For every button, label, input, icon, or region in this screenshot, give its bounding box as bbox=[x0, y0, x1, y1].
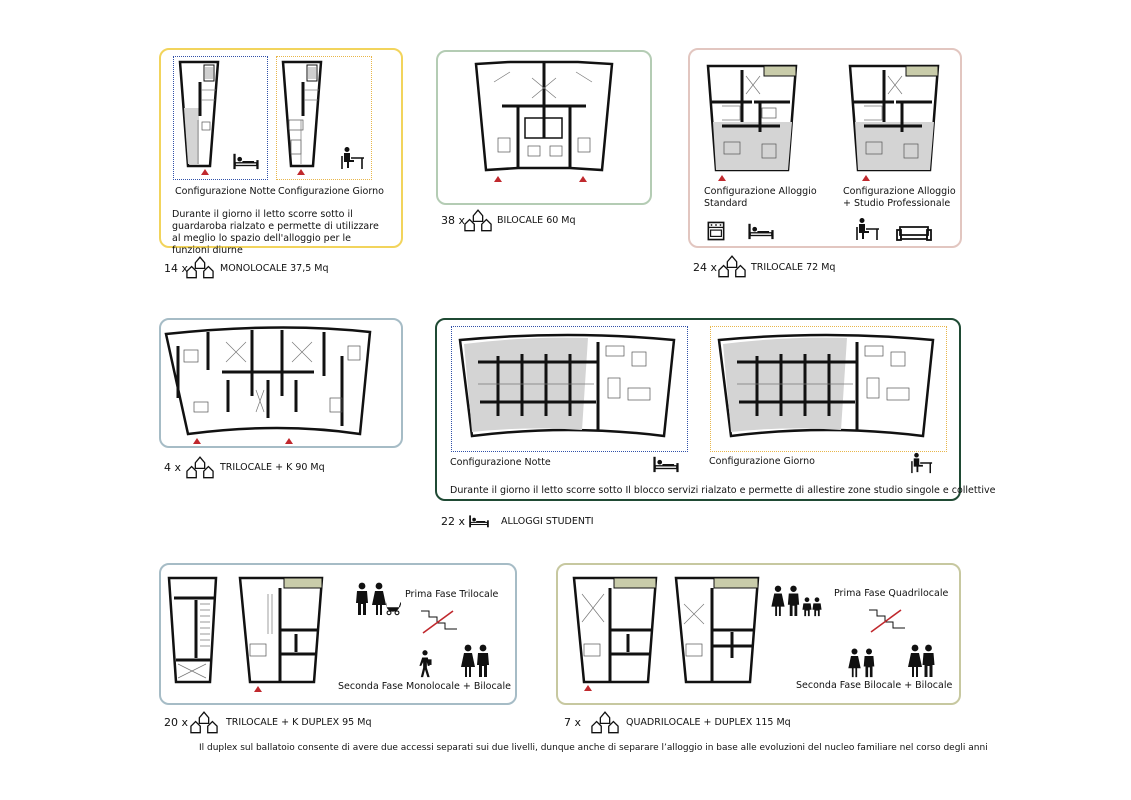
desk-icon bbox=[911, 452, 933, 474]
caption-studenti-notte: Configurazione Notte bbox=[450, 457, 551, 468]
house-icon bbox=[591, 711, 619, 734]
sofa-icon bbox=[896, 226, 932, 241]
house-icon bbox=[718, 255, 746, 278]
count-bilocale: 38 x bbox=[441, 214, 466, 227]
label-bilocale: BILOCALE 60 Mq bbox=[497, 215, 576, 226]
red-marker bbox=[285, 438, 293, 444]
walker-icon bbox=[419, 650, 432, 678]
man-icon bbox=[787, 585, 800, 617]
floorplan-trilocale-studio bbox=[848, 64, 940, 172]
red-marker bbox=[193, 438, 201, 444]
bed-icon bbox=[232, 153, 260, 170]
floorplan-trilocale-standard bbox=[706, 64, 798, 172]
woman-icon bbox=[908, 644, 922, 677]
panel-trilocale-k bbox=[159, 318, 403, 448]
red-marker bbox=[579, 176, 587, 182]
red-marker bbox=[297, 169, 305, 175]
floorplan-duplex-quad-lower bbox=[674, 576, 760, 684]
house-icon bbox=[186, 256, 214, 279]
frame-studenti-notte bbox=[451, 326, 688, 452]
frame-giorno bbox=[276, 56, 372, 180]
floorplan-studenti-notte bbox=[458, 333, 676, 438]
woman-icon bbox=[848, 648, 861, 678]
floorplan-duplex-tri-upper bbox=[167, 576, 218, 684]
description-monolocale: Durante il giorno il letto scorre sotto … bbox=[172, 209, 379, 256]
panel-studenti bbox=[435, 318, 961, 501]
floorplan-monolocale-notte bbox=[178, 60, 220, 168]
footer-note: Il duplex sul ballatoio consente di aver… bbox=[199, 743, 988, 753]
red-marker bbox=[584, 685, 592, 691]
woman-icon bbox=[372, 582, 386, 615]
label-studenti: ALLOGGI STUDENTI bbox=[501, 516, 594, 527]
house-icon bbox=[186, 456, 214, 479]
man-icon bbox=[863, 648, 875, 678]
desk-icon bbox=[856, 217, 880, 241]
child-icon bbox=[812, 597, 822, 617]
phase2-quadrilocale: Seconda Fase Bilocale + Bilocale bbox=[796, 680, 953, 691]
stove-icon bbox=[707, 221, 725, 241]
desk-icon bbox=[341, 146, 365, 170]
floorplan-studenti-giorno bbox=[717, 333, 935, 438]
red-marker bbox=[862, 175, 870, 181]
bed-icon bbox=[747, 223, 775, 240]
panel-duplex-quadrilocale bbox=[556, 563, 961, 705]
house-icon bbox=[464, 209, 492, 232]
man-icon bbox=[356, 582, 368, 615]
bed-icon bbox=[652, 456, 680, 473]
label-duplex-tri: TRILOCALE + K DUPLEX 95 Mq bbox=[226, 717, 372, 728]
panel-bilocale bbox=[436, 50, 652, 205]
caption-notte: Configurazione Notte bbox=[175, 186, 276, 197]
house-icon bbox=[190, 711, 218, 734]
floorplan-monolocale-giorno bbox=[281, 60, 323, 168]
caption-studenti-giorno: Configurazione Giorno bbox=[709, 456, 815, 467]
count-duplex-quad: 7 x bbox=[564, 716, 582, 729]
label-monolocale: MONOLOCALE 37,5 Mq bbox=[220, 263, 329, 274]
panel-monolocale bbox=[159, 48, 403, 248]
floorplan-duplex-quad-upper bbox=[572, 576, 658, 684]
woman-icon bbox=[461, 644, 475, 677]
count-monolocale: 14 x bbox=[164, 262, 189, 275]
red-marker bbox=[494, 176, 502, 182]
red-marker bbox=[718, 175, 726, 181]
stairs-icon bbox=[868, 609, 906, 633]
count-studenti: 22 x bbox=[441, 515, 466, 528]
phase2-trilocale: Seconda Fase Monolocale + Bilocale bbox=[338, 681, 511, 692]
phase1-trilocale: Prima Fase Trilocale bbox=[405, 589, 499, 600]
bed-icon bbox=[468, 514, 490, 528]
caption-studio: Configurazione Alloggio + Studio Profess… bbox=[843, 186, 956, 209]
label-trilocale-k: TRILOCALE + K 90 Mq bbox=[220, 462, 325, 473]
label-trilocale: TRILOCALE 72 Mq bbox=[751, 262, 836, 273]
floorplan-duplex-tri-lower bbox=[238, 576, 324, 684]
label-duplex-quad: QUADRILOCALE + DUPLEX 115 Mq bbox=[626, 717, 791, 728]
floorplan-bilocale bbox=[474, 60, 614, 172]
caption-standard: Configurazione Alloggio Standard bbox=[704, 186, 817, 209]
stroller-icon bbox=[385, 601, 401, 616]
panel-trilocale bbox=[688, 48, 962, 248]
frame-studenti-giorno bbox=[710, 326, 947, 452]
floorplan-trilocale-k bbox=[164, 326, 372, 436]
description-studenti: Durante il giorno il letto scorre sotto … bbox=[450, 485, 996, 496]
count-trilocale-k: 4 x bbox=[164, 461, 182, 474]
stairs-icon bbox=[420, 610, 458, 634]
red-marker bbox=[254, 686, 262, 692]
count-duplex-tri: 20 x bbox=[164, 716, 189, 729]
count-trilocale: 24 x bbox=[693, 261, 718, 274]
man-icon bbox=[922, 644, 935, 677]
red-marker bbox=[201, 169, 209, 175]
man-icon bbox=[477, 644, 489, 677]
panel-duplex-trilocale bbox=[159, 563, 517, 705]
woman-icon bbox=[771, 585, 785, 617]
child-icon bbox=[802, 597, 812, 617]
frame-notte bbox=[173, 56, 268, 180]
caption-giorno: Configurazione Giorno bbox=[278, 186, 384, 197]
phase1-quadrilocale: Prima Fase Quadrilocale bbox=[834, 588, 949, 599]
